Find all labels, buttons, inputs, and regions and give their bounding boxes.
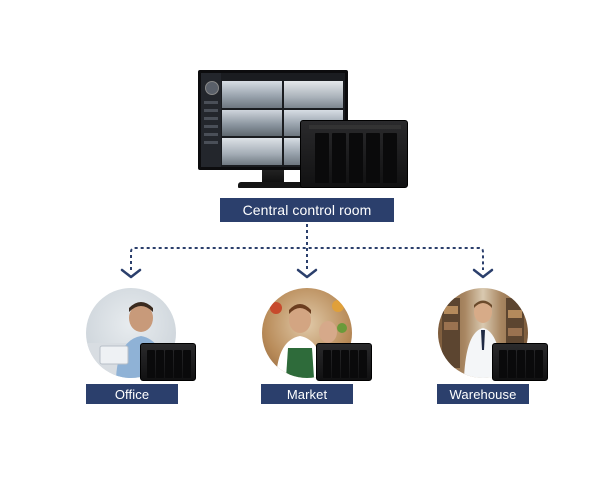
camera-feed bbox=[222, 81, 282, 108]
camera-control-panel bbox=[201, 73, 221, 167]
office-photo bbox=[86, 288, 176, 378]
monitor-base bbox=[238, 182, 308, 188]
arrow-down-icon bbox=[472, 268, 494, 279]
nas-device-icon bbox=[300, 120, 408, 188]
camera-feed bbox=[283, 81, 343, 108]
site-label-office: Office bbox=[86, 384, 178, 404]
arrow-down-icon bbox=[120, 268, 142, 279]
nas-device-icon bbox=[492, 343, 548, 381]
site-label-market: Market bbox=[261, 384, 353, 404]
arrow-down-icon bbox=[296, 268, 318, 279]
nas-device-icon bbox=[316, 343, 372, 381]
monitor-stand bbox=[262, 170, 284, 184]
ptz-control-icon bbox=[205, 81, 219, 95]
camera-feed bbox=[222, 109, 282, 137]
nas-device-icon bbox=[140, 343, 196, 381]
central-control-room-label: Central control room bbox=[220, 198, 394, 222]
site-label-warehouse: Warehouse bbox=[437, 384, 529, 404]
camera-feed bbox=[222, 138, 282, 165]
